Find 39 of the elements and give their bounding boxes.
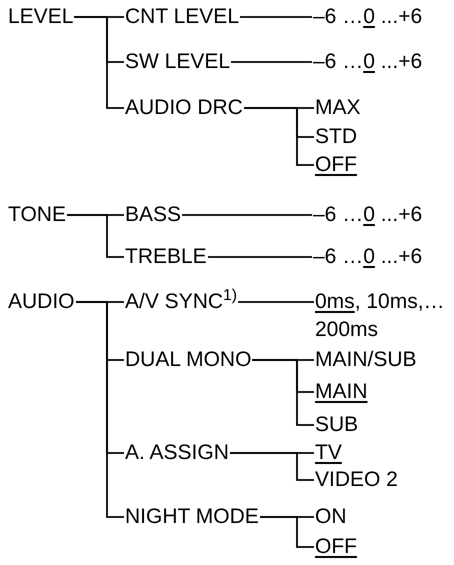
setting-value: MAX xyxy=(315,94,361,122)
menu-item: A/V SYNC$^{1)}$ xyxy=(125,288,238,316)
connector-line xyxy=(231,61,312,63)
menu-item: TREBLE xyxy=(125,243,207,271)
menu-heading: LEVEL xyxy=(8,3,74,31)
menu-item: A. ASSIGN xyxy=(125,439,229,467)
menu-item: SW LEVEL xyxy=(125,48,230,76)
connector-line xyxy=(244,107,314,166)
connector-line xyxy=(238,301,314,303)
setting-value: OFF xyxy=(315,533,357,561)
connector-line xyxy=(208,256,312,258)
setting-value: –6 …0 ...+6 xyxy=(313,243,422,271)
connector-line xyxy=(182,214,312,216)
setting-value: SUB xyxy=(315,411,358,439)
menu-item: CNT LEVEL xyxy=(125,3,239,31)
setting-value: MAIN/SUB xyxy=(315,346,417,374)
connector-line xyxy=(240,16,312,18)
connector-line xyxy=(76,301,124,518)
connector-line xyxy=(252,359,314,426)
menu-item: BASS xyxy=(125,201,182,229)
setting-value: MAIN xyxy=(315,378,368,406)
menu-heading: TONE xyxy=(8,201,66,229)
connector-line xyxy=(230,452,314,481)
connector-line xyxy=(74,16,124,109)
menu-heading: AUDIO xyxy=(8,288,75,316)
setting-value: STD xyxy=(315,123,357,151)
setting-value: –6 …0 ...+6 xyxy=(313,201,422,229)
setting-value: TV xyxy=(315,439,342,467)
setting-value: –6 …0 ...+6 xyxy=(313,48,422,76)
setting-value: OFF xyxy=(315,151,357,179)
menu-item: AUDIO DRC xyxy=(125,94,243,122)
setting-value: –6 …0 ...+6 xyxy=(313,3,422,31)
setting-value: ON xyxy=(315,503,346,531)
menu-item: DUAL MONO xyxy=(125,346,252,374)
connector-line xyxy=(67,214,124,258)
setting-value: VIDEO 2 xyxy=(315,466,398,494)
connector-line xyxy=(260,516,314,548)
menu-item: NIGHT MODE xyxy=(125,503,259,531)
setting-value: 0ms, 10ms,… 200ms xyxy=(315,288,453,344)
